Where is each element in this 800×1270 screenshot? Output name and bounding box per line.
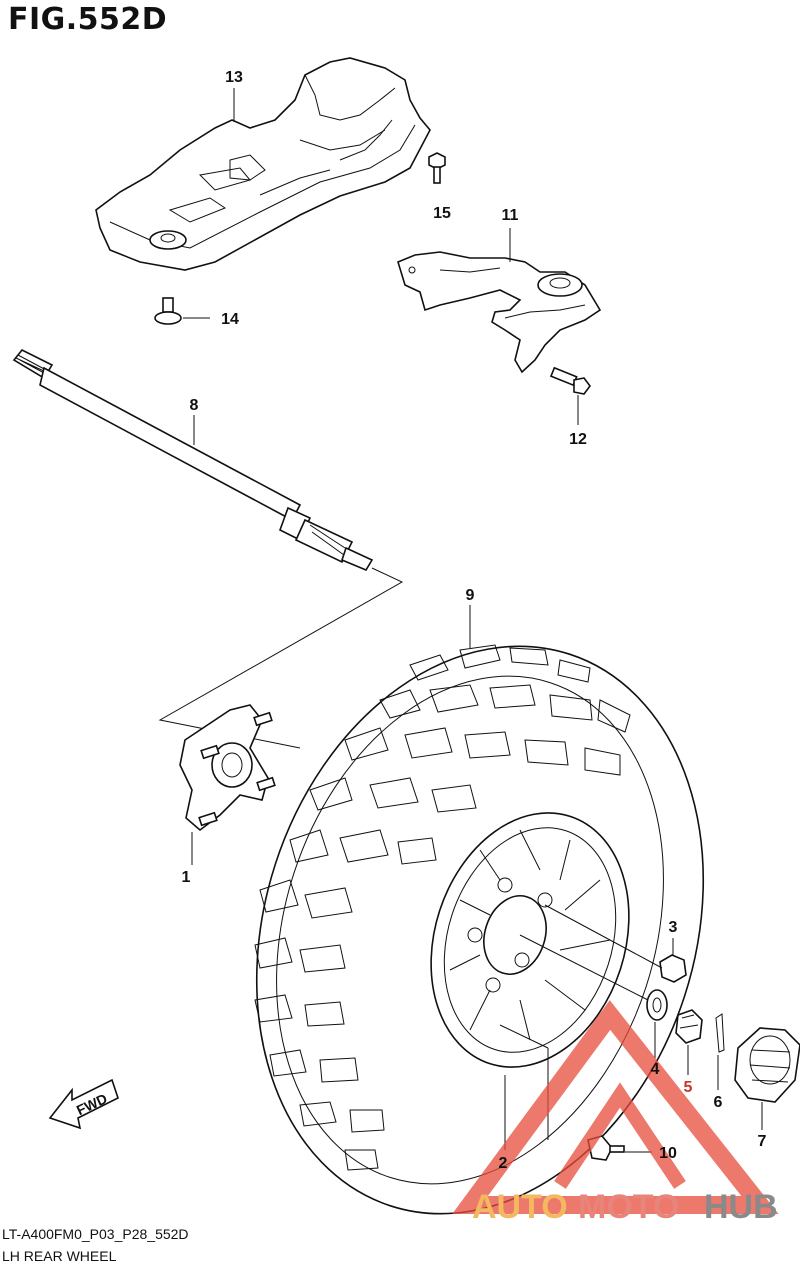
part-label-14: 14 (221, 311, 239, 328)
cotter-pin-6[interactable] (715, 1013, 725, 1053)
part-label-9: 9 (466, 587, 475, 604)
part-label-12: 12 (569, 431, 587, 448)
axle-shaft-8[interactable] (12, 348, 374, 572)
clip-14[interactable] (154, 297, 182, 325)
drawing-code: LT-A400FM0_P03_P28_552D (2, 1226, 189, 1242)
washer-4[interactable] (646, 989, 668, 1021)
nut-3[interactable] (659, 954, 687, 983)
fwd-label: FWD (74, 1090, 110, 1118)
part-label-2: 2 (499, 1155, 508, 1172)
fwd-arrow-icon: FWD (48, 1078, 119, 1130)
part-label-4: 4 (651, 1061, 660, 1078)
part-label-7: 7 (758, 1133, 767, 1150)
drawing-name: LH REAR WHEEL (2, 1248, 117, 1264)
part-label-15: 15 (433, 205, 451, 222)
watermark-logo (452, 1000, 779, 1214)
part-label-10: 10 (659, 1145, 677, 1162)
part-label-1: 1 (182, 869, 191, 886)
part-label-11: 11 (502, 207, 519, 224)
part-label-13: 13 (225, 69, 243, 86)
part-label-5: 5 (684, 1079, 693, 1096)
bolt-12[interactable] (549, 366, 591, 395)
skid-plate-13[interactable] (95, 57, 431, 271)
part-label-3: 3 (669, 919, 678, 936)
part-label-8: 8 (190, 397, 199, 414)
hub-1[interactable] (179, 704, 276, 832)
hub-cap-7[interactable] (734, 1027, 800, 1103)
watermark-auto: AUTO (472, 1188, 568, 1226)
castle-nut-5[interactable] (675, 1009, 703, 1044)
watermark-moto: MOTO (578, 1188, 679, 1226)
part-label-6: 6 (714, 1094, 723, 1111)
watermark-hub: HUB (704, 1188, 778, 1226)
figure-title: FIG.552D (8, 2, 168, 37)
bolt-15[interactable] (428, 152, 446, 184)
bracket-11[interactable] (397, 251, 602, 374)
